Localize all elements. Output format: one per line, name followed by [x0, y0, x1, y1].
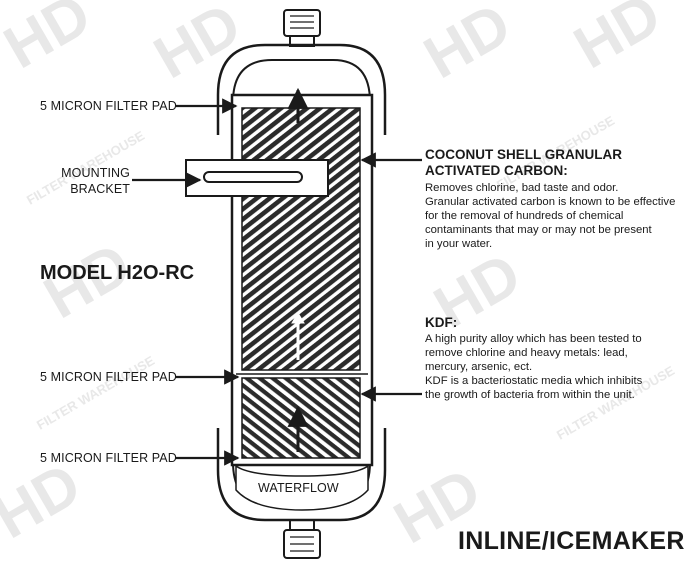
label-filter-pad-middle: 5 MICRON FILTER PAD — [40, 370, 177, 384]
carbon-media — [241, 107, 361, 371]
kdf-title: KDF: — [425, 315, 458, 330]
carbon-body-line: Removes chlorine, bad taste and odor. — [425, 182, 619, 194]
label-filter-pad-top: 5 MICRON FILTER PAD — [40, 99, 177, 113]
carbon-body-line: contaminants that may or may not be pres… — [425, 224, 652, 236]
application-subtitle: INLINE/ICEMAKER — [458, 527, 685, 555]
kdf-description: A high purity alloy which has been teste… — [425, 332, 642, 402]
pointer-arrows — [132, 98, 422, 466]
flow-arrow-middle — [291, 312, 305, 360]
label-mounting-bracket-2: BRACKET — [70, 182, 130, 196]
carbon-body-line: Granular activated carbon is known to be… — [425, 196, 676, 208]
carbon-description: Removes chlorine, bad taste and odor. Gr… — [425, 181, 675, 251]
carbon-title-line2: ACTIVATED CARBON: — [425, 163, 568, 178]
kdf-body-line: KDF is a bacteriostatic media which inhi… — [425, 375, 643, 387]
watermark-logo: HD — [143, 0, 252, 91]
carbon-body-line: in your water. — [425, 238, 493, 250]
kdf-body-line: A high purity alloy which has been teste… — [425, 333, 642, 345]
watermark-logo: HD — [563, 0, 672, 81]
kdf-body-line: remove chlorine and heavy metals: lead, — [425, 347, 628, 359]
kdf-body-line: the growth of bacteria from within the u… — [425, 389, 635, 401]
mounting-bracket — [185, 159, 329, 197]
flow-arrow-head-icon — [291, 312, 305, 324]
kdf-media — [241, 377, 361, 459]
carbon-title-line1: COCONUT SHELL GRANULAR — [425, 147, 622, 162]
carbon-body-line: for the removal of hundreds of chemical — [425, 210, 624, 222]
label-mounting-bracket-1: MOUNTING — [61, 166, 130, 180]
watermark-logo: HD — [0, 0, 102, 81]
waterflow-chamber — [235, 464, 369, 511]
label-filter-pad-bottom: 5 MICRON FILTER PAD — [40, 451, 177, 465]
bottom-fitting — [283, 519, 321, 559]
label-waterflow: WATERFLOW — [258, 481, 339, 495]
kdf-body-line: mercury, arsenic, ect. — [425, 361, 533, 373]
watermark-logo: HD — [413, 0, 522, 91]
watermark-text: FILTER WAREHOUSE — [34, 353, 157, 433]
top-fitting — [283, 9, 321, 47]
model-title: MODEL H2O-RC — [40, 262, 195, 284]
